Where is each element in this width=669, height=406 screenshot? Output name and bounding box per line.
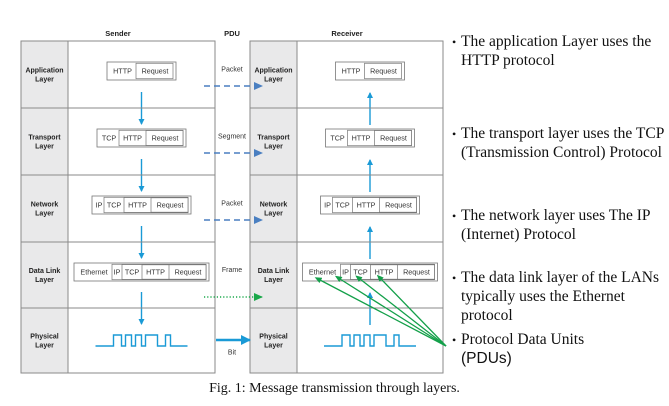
pdu-label-packet: Packet: [221, 67, 242, 74]
bullet-text: Protocol Data Units: [461, 331, 585, 348]
bullet-data-link: • The data link layer of the LANs typica…: [452, 269, 667, 325]
layer-label-network: Network: [260, 202, 288, 209]
header-text-http: HTTP: [146, 268, 165, 277]
layer-label-application: Application: [25, 68, 63, 75]
header-box-request: [135, 62, 174, 80]
bullet-dot: •: [452, 35, 457, 49]
receiver-header: Receiver: [331, 29, 362, 38]
bullet-text: The transport layer uses the TCP (Transm…: [461, 125, 664, 161]
bullet-dot: •: [452, 209, 457, 223]
layer-label-line2: Layer: [264, 77, 283, 84]
pdu-header: PDU: [224, 29, 240, 38]
layer-label-physical: Physical: [30, 334, 58, 341]
header-text-http: HTTP: [128, 201, 147, 210]
layer-label-line2: Layer: [35, 343, 54, 350]
pdu-pointer-lines: [314, 274, 447, 347]
pdu-label-frame: Frame: [222, 267, 242, 274]
bullet-transport: • The transport layer uses the TCP (Tran…: [452, 125, 667, 163]
header-text-ethernet: Ethernet: [309, 268, 336, 277]
header-text-http: HTTP: [123, 134, 142, 143]
layer-label-line2: Layer: [35, 144, 54, 151]
header-text-ethernet: Ethernet: [80, 268, 107, 277]
header-box-request: [150, 197, 189, 213]
header-text-http: HTTP: [375, 268, 394, 277]
label-column: [250, 41, 297, 373]
header-text-ip: IP: [114, 268, 121, 277]
figure-caption: Fig. 1: Message transmission through lay…: [209, 381, 460, 396]
bit-signal-wave: [95, 334, 188, 347]
header-text-tcp: TCP: [102, 134, 117, 143]
layer-label-data-link: Data Link: [29, 268, 61, 275]
header-text-request: Request: [403, 268, 430, 277]
pointer-line-http: [376, 274, 447, 347]
layer-label-data-link: Data Link: [258, 268, 290, 275]
bullet-network: • The network layer uses The IP (Interne…: [452, 207, 667, 245]
header-text-tcp: TCP: [125, 268, 140, 277]
bullet-text-suffix: (PDUs): [461, 349, 512, 367]
header-text-request: Request: [380, 134, 407, 143]
header-text-request: Request: [175, 268, 202, 277]
header-text-http: HTTP: [113, 67, 132, 76]
bullet-application: • The application Layer uses the HTTP pr…: [452, 33, 667, 71]
bullet-text: The application Layer uses the HTTP prot…: [461, 33, 652, 69]
header-text-tcp: TCP: [335, 201, 350, 210]
header-text-http: HTTP: [342, 67, 361, 76]
pdu-label-segment: Segment: [218, 134, 246, 141]
layer-label-line2: Layer: [264, 277, 283, 284]
header-box-request: [397, 264, 435, 280]
layer-label-line2: Layer: [35, 77, 54, 84]
bullet-pdus: • Protocol Data Units (PDUs): [452, 331, 667, 369]
bit-signal-wave: [324, 334, 416, 347]
bullet-text: The network layer uses The IP (Internet)…: [461, 207, 650, 243]
pointer-line-ip: [334, 275, 447, 347]
layer-label-line2: Layer: [264, 343, 283, 350]
sender-header: Sender: [105, 29, 131, 38]
label-column: [21, 41, 68, 373]
header-text-request: Request: [142, 67, 169, 76]
header-box-request: [145, 130, 184, 146]
layer-label-network: Network: [31, 202, 59, 209]
header-text-ip: IP: [342, 268, 349, 277]
bullet-text: The data link layer of the LANs typicall…: [461, 269, 659, 324]
pdu-label-bit: Bit: [228, 350, 236, 357]
header-text-http: HTTP: [352, 134, 371, 143]
pdu-label-packet: Packet: [221, 201, 242, 208]
layer-label-line2: Layer: [264, 144, 283, 151]
header-text-request: Request: [370, 67, 397, 76]
bullet-dot: •: [452, 271, 457, 285]
flow-arrows: [204, 82, 263, 345]
header-text-http: HTTP: [357, 201, 376, 210]
layer-label-line2: Layer: [35, 211, 54, 218]
header-text-request: Request: [157, 201, 184, 210]
pointer-line-tcp: [355, 275, 447, 347]
header-text-request: Request: [152, 134, 179, 143]
bullet-dot: •: [452, 333, 457, 347]
layer-label-physical: Physical: [259, 334, 287, 341]
layer-label-line2: Layer: [35, 277, 54, 284]
bullet-dot: •: [452, 127, 457, 141]
table-border: [249, 40, 444, 374]
header-box-request: [379, 197, 417, 213]
header-text-ip: IP: [96, 201, 103, 210]
header-text-tcp: TCP: [330, 134, 345, 143]
layer-label-line2: Layer: [264, 211, 283, 218]
header-box-request: [374, 130, 412, 146]
header-text-tcp: TCP: [353, 268, 368, 277]
layer-label-transport: Transport: [257, 135, 290, 142]
layer-label-application: Application: [254, 68, 292, 75]
header-box-request: [168, 264, 207, 280]
header-box-request: [364, 62, 402, 80]
header-text-tcp: TCP: [107, 201, 122, 210]
header-text-ip: IP: [324, 201, 331, 210]
header-text-request: Request: [385, 201, 412, 210]
pointer-line-ethernet: [314, 277, 447, 347]
layer-label-transport: Transport: [28, 135, 61, 142]
